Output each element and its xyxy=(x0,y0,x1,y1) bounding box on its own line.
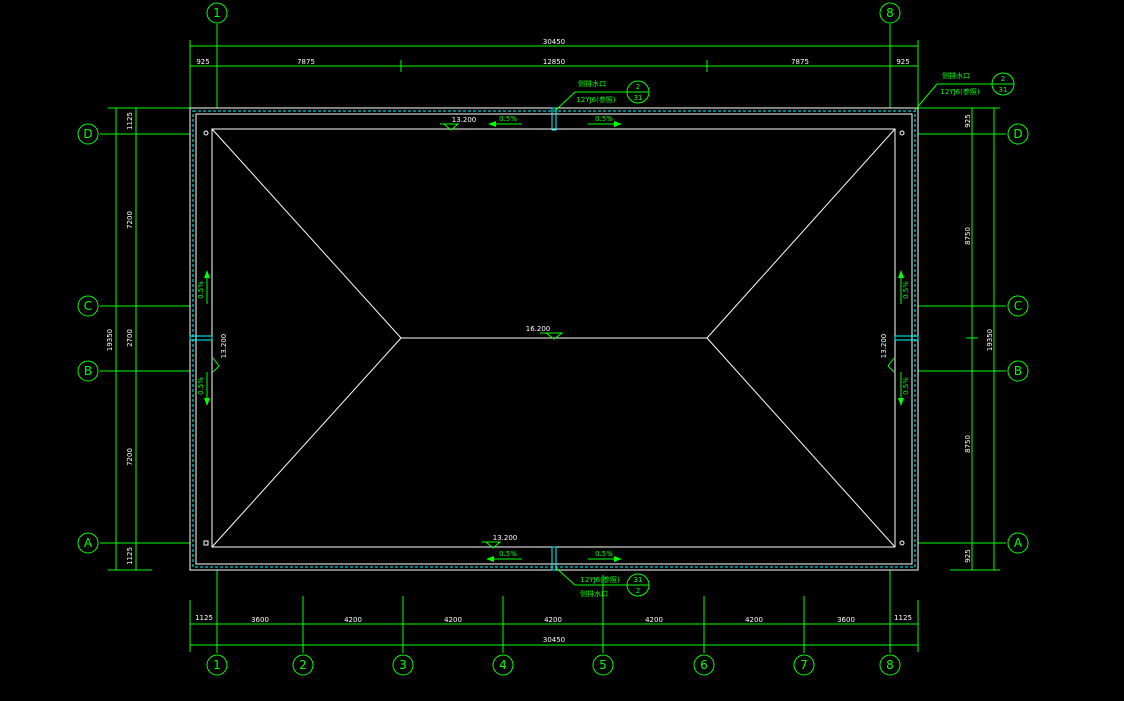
dim-left-seg: 2700 xyxy=(126,329,134,347)
dim-bottom-seg: 4200 xyxy=(745,616,763,624)
callout-bottom: 12YJ6(参照) 侧排水口 31 2 xyxy=(555,567,650,598)
callout-title: 侧排水口 xyxy=(942,71,970,80)
axis-label: 1 xyxy=(213,6,221,20)
callout-ref: 12YJ6(参照) xyxy=(940,87,979,96)
dim-left-seg: 7200 xyxy=(126,211,134,229)
axis-label: 5 xyxy=(599,658,607,672)
callout-top: 侧排水口 12YJ6(参照) 2 31 xyxy=(555,79,650,111)
dim-bottom-seg: 4200 xyxy=(344,616,362,624)
axis-label: 4 xyxy=(499,658,507,672)
elevation-left: 13.200 xyxy=(220,334,228,359)
dim-bottom-seg: 4200 xyxy=(544,616,562,624)
roof-drains xyxy=(189,107,919,571)
row-bubbles-left: D C B A xyxy=(77,123,99,554)
axis-label: B xyxy=(84,364,92,378)
right-dimension-chain: 925 8750 8750 925 19350 xyxy=(918,107,1000,571)
slope-label: 0.5% xyxy=(197,377,205,395)
callout-num: 31 xyxy=(634,576,643,584)
slope-label: 0.5% xyxy=(499,550,517,558)
top-dimension-chain: 30450 925 7875 12850 7875 925 xyxy=(189,38,919,108)
dim-left-total: 19350 xyxy=(106,329,114,351)
slope-label: 0.5% xyxy=(902,377,910,395)
slope-label: 0.5% xyxy=(499,115,517,123)
dim-bottom-seg: 3600 xyxy=(251,616,269,624)
elevation-marks: 16.200 13.200 13.200 13.200 13.200 xyxy=(212,116,895,549)
slope-label: 0.5% xyxy=(197,281,205,299)
callout-ref: 12YJ6(参照) xyxy=(576,95,615,104)
axis-label: C xyxy=(1014,299,1022,313)
dim-bottom-seg: 4200 xyxy=(645,616,663,624)
dim-bottom-seg: 1125 xyxy=(894,614,912,622)
callout-num: 2 xyxy=(636,587,640,595)
dim-top-seg: 925 xyxy=(196,58,209,66)
axis-label: 8 xyxy=(886,6,894,20)
dim-right-total: 19350 xyxy=(986,329,994,351)
dim-left-seg: 1125 xyxy=(126,547,134,565)
row-axis-lines xyxy=(100,133,1006,544)
callout-ref: 12YJ6(参照) xyxy=(580,575,619,584)
axis-label: A xyxy=(1014,536,1023,550)
dim-bottom-total: 30450 xyxy=(543,636,565,644)
callout-title: 侧排水口 xyxy=(578,79,606,88)
dim-top-seg: 7875 xyxy=(791,58,809,66)
dim-bottom-seg: 3600 xyxy=(837,616,855,624)
dim-top-seg: 925 xyxy=(896,58,909,66)
elevation-right: 13.200 xyxy=(880,334,888,359)
left-dimension-chain: 1125 7200 2700 7200 1125 19350 xyxy=(106,107,190,571)
column-bubbles-top: 1 8 xyxy=(206,2,901,24)
axis-label: B xyxy=(1014,364,1022,378)
row-bubbles-right: D C B A xyxy=(1007,123,1029,554)
axis-label: 1 xyxy=(213,658,221,672)
axis-label: D xyxy=(1013,127,1022,141)
dim-left-seg: 7200 xyxy=(126,448,134,466)
dim-left-seg: 1125 xyxy=(126,112,134,130)
elevation-bottom: 13.200 xyxy=(493,534,518,542)
dim-bottom-seg: 1125 xyxy=(195,614,213,622)
callout-num: 31 xyxy=(634,94,643,102)
axis-label: 8 xyxy=(886,658,894,672)
slope-label: 0.5% xyxy=(902,281,910,299)
dim-top-total: 30450 xyxy=(543,38,565,46)
slope-label: 0.5% xyxy=(595,115,613,123)
axis-label: D xyxy=(83,127,92,141)
axis-label: A xyxy=(84,536,93,550)
column-bubbles-bottom: 1 2 3 4 5 6 7 8 xyxy=(206,654,901,676)
callout-num: 2 xyxy=(1001,75,1005,83)
slope-label: 0.5% xyxy=(595,550,613,558)
dim-bottom-seg: 4200 xyxy=(444,616,462,624)
axis-label: C xyxy=(84,299,92,313)
elevation-top: 13.200 xyxy=(452,116,477,124)
callout-num: 31 xyxy=(999,86,1008,94)
axis-label: 3 xyxy=(399,658,407,672)
callout-title: 侧排水口 xyxy=(580,589,608,598)
elevation-ridge: 16.200 xyxy=(526,325,551,333)
axis-label: 2 xyxy=(299,658,307,672)
dim-top-seg: 12850 xyxy=(543,58,565,66)
callout-num: 2 xyxy=(636,83,640,91)
axis-label: 6 xyxy=(700,658,708,672)
slope-arrows: 0.5% 0.5% 0.5% 0.5% 0.5% 0.5% 0.5% 0.5% xyxy=(197,115,910,562)
dim-right-seg: 8750 xyxy=(964,227,972,245)
bottom-dimension-chain: 1125 3600 4200 4200 4200 4200 4200 3600 … xyxy=(189,600,919,652)
dim-right-seg: 925 xyxy=(964,549,972,562)
dim-right-seg: 8750 xyxy=(964,435,972,453)
callout-right: 侧排水口 12YJ6(参照) 2 31 xyxy=(914,71,1015,111)
dim-top-seg: 7875 xyxy=(297,58,315,66)
dim-right-seg: 925 xyxy=(964,114,972,127)
axis-label: 7 xyxy=(800,658,808,672)
